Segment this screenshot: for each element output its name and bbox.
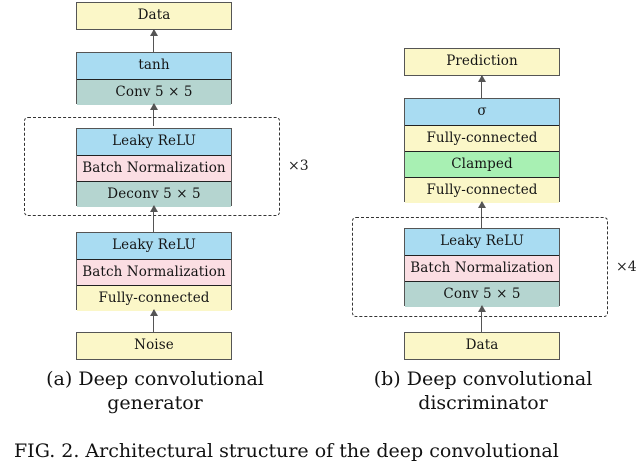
block-row-data: Data	[77, 3, 231, 29]
generator-projection-block: Leaky ReLU Batch Normalization Fully-con…	[76, 232, 232, 311]
block-row-fully-connected: Fully-connected	[405, 125, 559, 151]
discriminator-conv-block: Leaky ReLU Batch Normalization Conv 5 × …	[404, 228, 560, 307]
generator-deconv-block: Leaky ReLU Batch Normalization Deconv 5 …	[76, 128, 232, 207]
block-row-prediction: Prediction	[405, 49, 559, 75]
generator-repeat-group	[24, 117, 280, 216]
block-row-fully-connected: Fully-connected	[405, 177, 559, 203]
arrow-to-output-data	[149, 29, 158, 52]
figure-bottom-caption: FIG. 2. Architectural structure of the d…	[14, 440, 559, 462]
discriminator-repeat-group	[352, 217, 608, 317]
discriminator-head-block: σ Fully-connected Clamped Fully-connecte…	[404, 98, 560, 203]
block-row-batch-normalization: Batch Normalization	[77, 155, 231, 181]
block-row-deconv5x5: Deconv 5 × 5	[77, 181, 231, 207]
arrow-to-conv-block	[477, 305, 486, 332]
generator-output-activation-block: tanh Conv 5 × 5	[76, 52, 232, 105]
block-row-noise: Noise	[77, 333, 231, 359]
generator-caption: (a) Deep convolutional generator	[24, 368, 286, 416]
block-row-leaky-relu: Leaky ReLU	[77, 129, 231, 155]
discriminator-input-data-block: Data	[404, 332, 560, 360]
block-row-clamped: Clamped	[405, 151, 559, 177]
block-row-fully-connected: Fully-connected	[77, 285, 231, 311]
generator-caption-line1: (a) Deep convolutional	[46, 368, 264, 390]
discriminator-caption: (b) Deep convolutional discriminator	[352, 368, 614, 416]
arrow-to-deconv-block	[149, 205, 158, 232]
block-row-conv5x5: Conv 5 × 5	[405, 281, 559, 307]
block-row-data: Data	[405, 333, 559, 359]
generator-repeat-label: ×3	[288, 158, 309, 174]
block-row-leaky-relu: Leaky ReLU	[405, 229, 559, 255]
discriminator-caption-line1: (b) Deep convolutional	[373, 368, 593, 390]
arrow-to-output-prediction	[477, 75, 486, 98]
arrow-to-head-block	[477, 201, 486, 228]
generator-output-data-block: Data	[76, 2, 232, 30]
block-row-conv5x5: Conv 5 × 5	[77, 79, 231, 105]
arrow-to-output-activation	[149, 103, 158, 126]
figure-container: Data tanh Conv 5 × 5 ×3 Leaky ReLU Batch…	[14, 2, 637, 462]
discriminator-repeat-label: ×4	[616, 259, 637, 275]
generator-input-noise-block: Noise	[76, 332, 232, 360]
discriminator-caption-line2: discriminator	[418, 391, 548, 414]
arrow-to-projection-block	[149, 309, 158, 332]
block-row-batch-normalization: Batch Normalization	[77, 259, 231, 285]
block-row-sigma: σ	[405, 99, 559, 125]
discriminator-output-prediction-block: Prediction	[404, 48, 560, 76]
block-row-leaky-relu: Leaky ReLU	[77, 233, 231, 259]
block-row-batch-normalization: Batch Normalization	[405, 255, 559, 281]
generator-caption-line2: generator	[107, 391, 203, 414]
block-row-tanh: tanh	[77, 53, 231, 79]
